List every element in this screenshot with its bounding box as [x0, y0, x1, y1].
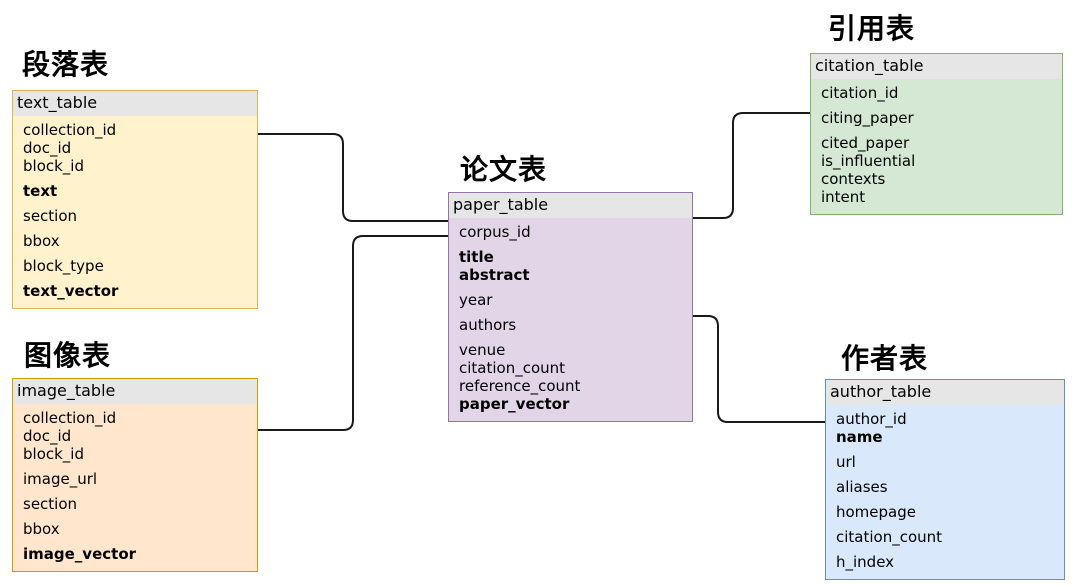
field-corpus_id: corpus_id: [459, 223, 531, 241]
field-section: section: [23, 207, 78, 225]
field-abstract: abstract: [459, 266, 530, 284]
field-author_id: author_id: [836, 410, 907, 428]
field-group: section: [13, 492, 257, 517]
entity-header-image-table: image_table: [13, 379, 257, 404]
connector-paper-table-to-author-table: [693, 315, 825, 423]
field-paper_vector: paper_vector: [459, 395, 570, 413]
connector-image-table-to-paper-table: [258, 235, 448, 431]
field-doc_id: doc_id: [23, 139, 72, 157]
field-collection_id: collection_id: [23, 409, 117, 427]
connector-text-table-to-paper-table: [258, 133, 448, 222]
field-group: url: [826, 450, 1064, 475]
field-group: text: [13, 179, 257, 204]
field-bbox: bbox: [23, 232, 60, 250]
entity-title-image-table: 图像表: [24, 339, 112, 372]
field-citation_id: citation_id: [821, 84, 899, 102]
field-h_index: h_index: [836, 553, 895, 571]
field-group: section: [13, 204, 257, 229]
field-group: aliases: [826, 475, 1064, 500]
field-group: bbox: [13, 229, 257, 254]
field-group: corpus_id: [449, 220, 692, 245]
field-group: citation_count: [826, 525, 1064, 550]
field-homepage: homepage: [836, 503, 916, 521]
field-citation_count: citation_count: [836, 528, 943, 546]
connector-paper-table-to-citation-table: [693, 112, 810, 219]
field-text: text: [23, 182, 58, 200]
entity-title-author-table: 作者表: [841, 342, 929, 375]
entity-citation-table: 引用表 citation_table citation_id citing_pap…: [810, 12, 1063, 215]
entity-title-citation-table: 引用表: [828, 12, 916, 45]
field-image_vector: image_vector: [23, 545, 137, 563]
field-intent: intent: [821, 188, 866, 206]
field-group: year: [449, 288, 692, 313]
field-section: section: [23, 495, 78, 513]
entity-header-author-table: author_table: [826, 380, 1064, 405]
field-aliases: aliases: [836, 478, 888, 496]
field-collection_id: collection_id: [23, 121, 117, 139]
field-group: authors: [449, 313, 692, 338]
field-group: citing_paper: [811, 106, 1062, 131]
field-contexts: contexts: [821, 170, 886, 188]
field-url: url: [836, 453, 856, 471]
field-venue: venue: [459, 341, 506, 359]
field-doc_id: doc_id: [23, 427, 72, 445]
field-group: image_vector: [13, 542, 257, 567]
field-group: homepage: [826, 500, 1064, 525]
field-group: image_url: [13, 467, 257, 492]
entity-header-citation-table: citation_table: [811, 54, 1062, 79]
entity-header-text-table: text_table: [13, 91, 257, 116]
field-group: block_type: [13, 254, 257, 279]
field-title: title: [459, 248, 494, 266]
field-image_url: image_url: [23, 470, 98, 488]
field-citation_count: citation_count: [459, 359, 566, 377]
field-text_vector: text_vector: [23, 282, 119, 300]
field-authors: authors: [459, 316, 517, 334]
field-is_influential: is_influential: [821, 152, 916, 170]
entity-title-text-table: 段落表: [22, 48, 110, 81]
field-block_type: block_type: [23, 257, 104, 275]
field-year: year: [459, 291, 493, 309]
field-citing_paper: citing_paper: [821, 109, 914, 127]
field-name: name: [836, 428, 883, 446]
field-group: bbox: [13, 517, 257, 542]
field-group: text_vector: [13, 279, 257, 304]
field-group: citation_id: [811, 81, 1062, 106]
field-block_id: block_id: [23, 445, 84, 463]
field-reference_count: reference_count: [459, 377, 581, 395]
field-block_id: block_id: [23, 157, 84, 175]
field-bbox: bbox: [23, 520, 60, 538]
entity-title-paper-table: 论文表: [460, 153, 548, 186]
field-group: h_index: [826, 550, 1064, 575]
entity-header-paper-table: paper_table: [449, 193, 692, 218]
field-cited_paper: cited_paper: [821, 134, 910, 152]
